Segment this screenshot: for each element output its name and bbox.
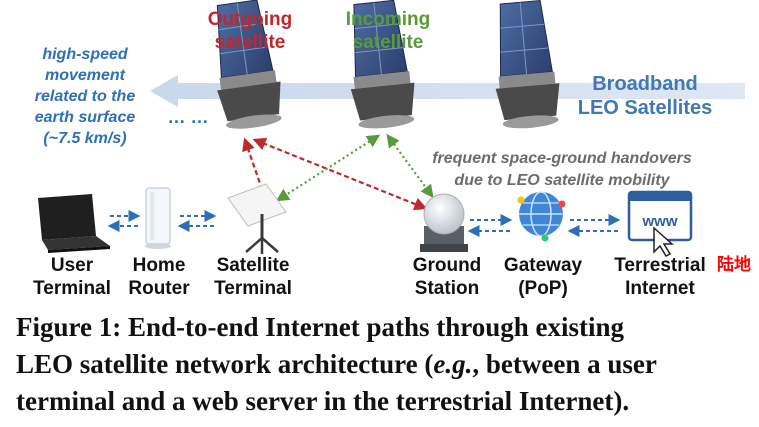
browser-www-text: www xyxy=(641,213,677,230)
incoming-link-to-terminal xyxy=(275,134,381,202)
outgoing-satellite-label: Outgoing satellite xyxy=(195,8,305,54)
satellite-dish-icon xyxy=(227,183,287,254)
laptop-icon xyxy=(38,194,110,253)
satellite-outgoing-icon xyxy=(216,0,282,129)
incoming-line1: Incoming xyxy=(345,9,431,30)
router-icon xyxy=(145,187,171,249)
movement-line1: high-speed xyxy=(42,46,128,63)
satellite-terminal-label: Satellite Terminal xyxy=(193,254,313,300)
broadband-line1: Broadband xyxy=(592,73,698,95)
terrestrial-internet-line1: Terrestrial xyxy=(614,255,706,276)
cursor-icon xyxy=(653,226,674,257)
gateway-line1: Gateway xyxy=(503,255,583,276)
movement-arrow xyxy=(150,75,745,107)
caption-line3: terminal and a web server in the terrest… xyxy=(16,386,630,416)
incoming-satellite-label: Incoming satellite xyxy=(333,8,443,54)
diagram-graphics: www xyxy=(38,0,745,257)
satellite-terminal-line1: Satellite xyxy=(216,255,290,276)
user-terminal-label: User Terminal xyxy=(12,254,132,300)
more-satellites-dots: … … xyxy=(167,107,209,127)
movement-line5: (~7.5 km/s) xyxy=(43,130,127,147)
leo-network-diagram: www Outgoing satellite Incoming satellit… xyxy=(10,0,751,300)
terrestrial-internet-label: Terrestrial Internet xyxy=(600,254,720,300)
outgoing-line1: Outgoing xyxy=(207,9,293,30)
movement-line2: movement xyxy=(44,67,126,84)
home-router-label: Home Router xyxy=(99,254,219,300)
broadband-leo-label: Broadband LEO Satellites xyxy=(565,72,725,120)
ground-station-line1: Ground xyxy=(412,255,482,276)
figure-caption: Figure 1: End-to-end Internet paths thro… xyxy=(16,309,746,420)
satellite-terminal-line2: Terminal xyxy=(214,278,292,299)
caption-line2-em: e.g. xyxy=(433,349,473,379)
ground-station-icon xyxy=(420,193,468,252)
caption-line2-pre: LEO satellite network architecture ( xyxy=(16,349,434,379)
web-browser-icon: www xyxy=(627,190,693,257)
user-terminal-line2: Terminal xyxy=(33,278,111,299)
home-router-line1: Home xyxy=(132,255,186,276)
handover-line2: due to LEO satellite mobility xyxy=(454,172,670,189)
gateway-label: Gateway (PoP) xyxy=(483,254,603,300)
ground-station-line2: Station xyxy=(414,278,480,299)
satellite-incoming-icon xyxy=(350,0,415,129)
handover-line1: frequent space-ground handovers xyxy=(432,150,692,167)
home-router-line2: Router xyxy=(128,278,190,299)
broadband-line2: LEO Satellites xyxy=(577,97,713,119)
caption-line2-post: , between a user xyxy=(472,349,657,379)
caption-line2: LEO satellite network architecture (e.g.… xyxy=(16,346,746,383)
gateway-line2: (PoP) xyxy=(518,278,568,299)
ground-station-label: Ground Station xyxy=(387,254,507,300)
incoming-line2: satellite xyxy=(352,32,424,53)
movement-line4: earth surface xyxy=(34,109,136,126)
land-annotation: 陆地 xyxy=(717,255,751,275)
movement-note: high-speed movement related to the earth… xyxy=(10,44,160,149)
movement-line3: related to the xyxy=(34,88,136,105)
satellite-third-icon xyxy=(495,0,560,129)
gateway-globe-icon xyxy=(517,191,566,242)
outgoing-line2: satellite xyxy=(214,32,286,53)
handover-note: frequent space-ground handovers due to L… xyxy=(412,148,712,192)
user-terminal-line1: User xyxy=(50,255,94,276)
terrestrial-internet-line2: Internet xyxy=(625,278,695,299)
caption-line1: Figure 1: End-to-end Internet paths thro… xyxy=(16,312,625,342)
